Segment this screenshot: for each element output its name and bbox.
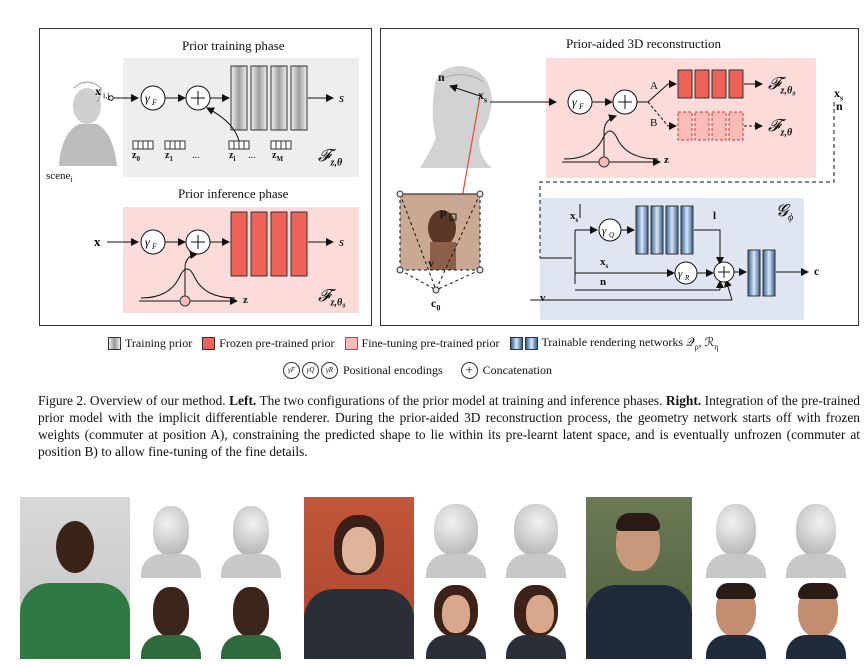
svg-text:γ: γ bbox=[145, 235, 150, 249]
legend-enc-q-icon: γQ bbox=[302, 362, 319, 379]
c-output-label: c bbox=[814, 264, 820, 278]
switch-a-label: A bbox=[650, 80, 658, 92]
legend-enc-f-icon: γF bbox=[283, 362, 300, 379]
svg-text:s: s bbox=[339, 90, 344, 105]
svg-text:γ: γ bbox=[145, 91, 150, 105]
legend-row-1: Training prior Frozen pre-trained prior … bbox=[108, 335, 718, 351]
legend-training: Training prior bbox=[125, 335, 193, 350]
result-geom-3a bbox=[700, 500, 772, 578]
caption-prefix: Figure 2. Overview of our method. bbox=[38, 393, 226, 408]
z-axis-right: z bbox=[664, 154, 669, 166]
f-inference-label: 𝓕z,θ₀ bbox=[318, 286, 346, 309]
result-photo-3 bbox=[586, 497, 692, 659]
legend-row-2: γF γQ γR Positional encodings + Concaten… bbox=[283, 362, 552, 379]
svg-text:F: F bbox=[151, 242, 157, 251]
out-n-label: n bbox=[836, 99, 843, 113]
head-bust-icon bbox=[420, 66, 492, 168]
result-geom-2a bbox=[420, 500, 492, 578]
v-label: v bbox=[428, 256, 434, 270]
legend-frozen: Frozen pre-trained prior bbox=[219, 335, 335, 350]
render-xs-label: xs bbox=[570, 210, 579, 225]
scene-bust-icon bbox=[59, 81, 117, 166]
title-reconstruction: Prior-aided 3D reconstruction bbox=[566, 36, 721, 51]
legend-swatch-training bbox=[108, 336, 121, 350]
svg-text:γ: γ bbox=[572, 95, 577, 109]
legend-swatch-trainable-2 bbox=[524, 336, 538, 350]
svg-text:F: F bbox=[151, 98, 157, 107]
render-v-label: v bbox=[540, 292, 546, 304]
svg-text:F: F bbox=[578, 102, 584, 111]
svg-text:γ: γ bbox=[678, 268, 683, 280]
out-xs-label: xs bbox=[834, 86, 844, 103]
legend-swatch-finetune bbox=[344, 336, 358, 350]
legend-enc-r-icon: γR bbox=[321, 362, 338, 379]
legend-swatch-frozen bbox=[202, 336, 216, 350]
result-render-1b bbox=[215, 583, 287, 659]
caption-left-bold: Left. bbox=[229, 393, 257, 408]
result-render-1a bbox=[135, 583, 207, 659]
result-geom-1b bbox=[215, 500, 287, 578]
result-photo-1 bbox=[20, 497, 130, 659]
xs-label: xs bbox=[478, 88, 488, 105]
result-render-2b bbox=[500, 583, 572, 659]
figure-caption: Figure 2. Overview of our method. Left. … bbox=[38, 392, 860, 460]
legend-finetune: Fine-tuning pre-trained prior bbox=[361, 335, 500, 350]
f-training-label: 𝓕z,θ bbox=[318, 146, 343, 169]
legend-concat-icon: + bbox=[460, 362, 478, 379]
latent-codes bbox=[132, 140, 292, 150]
result-geom-2b bbox=[500, 500, 572, 578]
switch-b-label: B bbox=[650, 117, 658, 129]
camera-frustum bbox=[396, 190, 484, 294]
z-axis-left: z bbox=[243, 294, 248, 306]
legend-swatch-trainable-1 bbox=[509, 336, 523, 350]
scene-label: scenei bbox=[46, 170, 73, 185]
c0-label: c0 bbox=[431, 296, 441, 313]
svg-text:R: R bbox=[684, 274, 690, 282]
legend-trainable: Trainable rendering networks 𝒬ρ, ℛη bbox=[541, 335, 719, 352]
result-geom-1a bbox=[135, 500, 207, 578]
n-label: n bbox=[438, 70, 445, 84]
caption-right-bold: Right. bbox=[665, 393, 702, 408]
input-ij-label: x bbox=[95, 84, 101, 98]
caption-right-text: Integration of the pre-trained prior mod… bbox=[38, 393, 860, 459]
svg-text:Q: Q bbox=[609, 231, 614, 239]
title-inference: Prior inference phase bbox=[178, 186, 289, 201]
title-training: Prior training phase bbox=[182, 38, 285, 53]
legend-concat: Concatenation bbox=[482, 363, 552, 377]
f-finetune-label: 𝓕z,θ bbox=[768, 116, 793, 139]
svg-text:i,j: i,j bbox=[103, 91, 109, 100]
result-geom-3b bbox=[780, 500, 852, 578]
l-label: l bbox=[713, 210, 717, 222]
result-render-3b bbox=[780, 583, 852, 659]
caption-left-text: The two configurations of the prior mode… bbox=[256, 393, 663, 408]
result-photo-2 bbox=[304, 497, 414, 659]
svg-text:s: s bbox=[339, 234, 344, 249]
result-render-2a bbox=[420, 583, 492, 659]
render-n-label: n bbox=[600, 276, 607, 288]
inference-input-label: x bbox=[94, 234, 101, 249]
svg-text:γ: γ bbox=[602, 225, 607, 237]
render-xs2-label: xs bbox=[600, 256, 609, 271]
g-label: 𝓖ϕ bbox=[776, 201, 794, 224]
legend-pos-enc: Positional encodings bbox=[343, 363, 443, 377]
p-label: p bbox=[440, 205, 447, 219]
result-render-3a bbox=[700, 583, 772, 659]
f-frozen-label: 𝓕z,θ₀ bbox=[768, 74, 796, 97]
